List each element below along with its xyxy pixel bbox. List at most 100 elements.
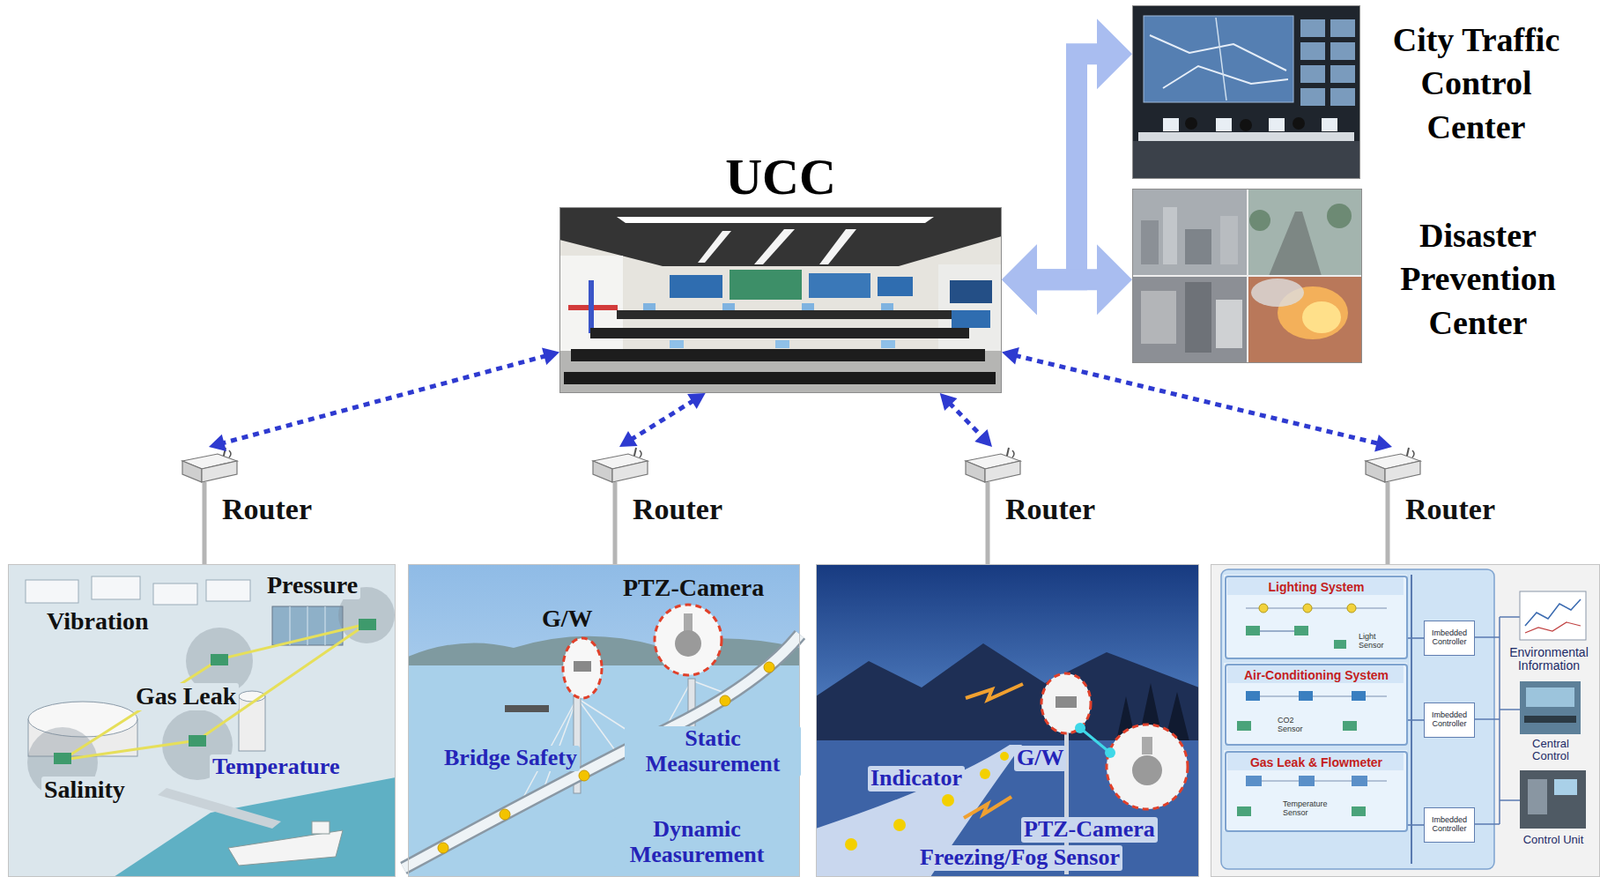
flowmeter — [1298, 775, 1315, 786]
arrow-head — [687, 392, 706, 409]
ptz-camera — [674, 629, 702, 657]
controller-label: Imbedded Controller — [1426, 629, 1473, 647]
operator — [1185, 117, 1198, 130]
link-arrow — [1001, 18, 1133, 315]
band-title: Gas Leak & Flowmeter — [1226, 755, 1407, 770]
band-title: Air-Conditioning System — [1226, 668, 1407, 682]
bridge-illustration — [403, 563, 800, 877]
link-dot — [1074, 722, 1086, 734]
sensor-label: Dynamic Measurement — [613, 816, 781, 867]
wire-link — [1407, 637, 1424, 639]
router-node: Router — [962, 446, 1121, 528]
connector-line — [613, 527, 618, 564]
ac-unit — [1245, 690, 1260, 701]
chart-line — [1525, 599, 1581, 626]
camera-callout — [1041, 673, 1091, 734]
monitor — [1300, 42, 1326, 60]
desk — [1138, 132, 1355, 141]
map-road — [1215, 17, 1227, 101]
desk-monitor — [669, 340, 684, 349]
application-panel: Environmental InformationCentral Control… — [1210, 563, 1600, 877]
controller-box: Imbedded Controller — [1423, 807, 1475, 843]
subsystem-band: Lighting SystemLight Sensor — [1224, 575, 1408, 660]
road-illustration — [815, 563, 1200, 877]
sky — [815, 563, 1200, 877]
plant-illustration — [7, 563, 396, 877]
connector-line — [202, 527, 208, 564]
arrow-head — [1374, 434, 1393, 452]
center-photo-box: City Traffic Control Center — [1132, 5, 1361, 179]
sensor-dot — [763, 661, 775, 673]
photo-tile — [1247, 188, 1363, 276]
operator — [1239, 118, 1252, 132]
flowmeter — [1245, 775, 1262, 786]
sensor-label: Temperature — [209, 754, 342, 780]
desk-monitor — [1215, 118, 1232, 132]
connector-line — [1407, 823, 1424, 826]
panel-ground — [1210, 563, 1600, 877]
smoke — [1251, 278, 1304, 307]
sensor-label: Vibration — [44, 607, 152, 636]
wire-link — [1407, 824, 1424, 826]
building — [91, 576, 141, 600]
building — [25, 579, 79, 603]
wire — [1498, 616, 1501, 824]
desk-monitor — [881, 340, 896, 349]
connector-line — [985, 527, 991, 564]
desk-monitor — [775, 340, 790, 349]
controller-box: Imbedded Controller — [1423, 702, 1475, 738]
arrow-head — [1001, 244, 1038, 315]
sensor-name: Temperature Sensor — [1282, 800, 1334, 818]
wall-mark — [588, 280, 594, 334]
monitor — [1330, 42, 1356, 60]
desk-row — [563, 371, 996, 385]
subsystem-band: Gas Leak & FlowmeterTemperature Sensor — [1224, 750, 1408, 832]
camera-mount — [683, 613, 693, 631]
connector-line — [1385, 527, 1391, 564]
wall-screen — [949, 280, 993, 304]
sensor-label: G/W — [541, 605, 593, 633]
chart-line — [1525, 622, 1581, 633]
plant-ground — [7, 563, 396, 877]
camera-mount — [1141, 736, 1153, 755]
sensor-node — [1237, 806, 1252, 816]
wire — [1474, 636, 1500, 638]
router-node: Router — [589, 446, 749, 528]
desk-monitor — [801, 303, 815, 311]
photo-tile — [1132, 188, 1248, 276]
sensor-name: CO2 Sensor — [1277, 716, 1313, 734]
band-title: Lighting System — [1226, 580, 1407, 594]
building — [1162, 207, 1178, 265]
bridge-deck — [403, 634, 800, 868]
indicator-light — [844, 837, 858, 851]
wire — [1499, 799, 1520, 801]
connector-line — [1031, 53, 1103, 280]
arrow-head — [974, 429, 993, 447]
building-illustration — [1210, 563, 1600, 877]
video-wall — [1143, 15, 1294, 103]
indicator-light — [893, 818, 906, 831]
connector-line — [1031, 268, 1103, 290]
pier — [157, 787, 282, 829]
sensor-dot — [719, 695, 731, 706]
control-desk — [1524, 715, 1577, 723]
wall-screen — [729, 269, 802, 300]
sensor-board — [210, 653, 229, 666]
desk-monitor — [1321, 118, 1338, 132]
router-node: Router — [178, 446, 338, 528]
center-name: Disaster Prevention Center — [1370, 214, 1586, 345]
map-road — [1149, 35, 1287, 71]
band-fill — [1223, 574, 1408, 659]
building — [1185, 281, 1212, 353]
sensor-board — [188, 734, 207, 747]
wireless-signal — [965, 683, 1023, 700]
center-name: City Traffic Control Center — [1368, 18, 1585, 149]
arrow-head — [1001, 347, 1020, 364]
router-label: Router — [1405, 492, 1496, 526]
wire-link — [204, 527, 206, 564]
cabinet — [1527, 778, 1548, 815]
center-title: UCC — [560, 151, 1001, 203]
sensor-label: Freezing/Fog Sensor — [917, 844, 1123, 871]
desk-monitor — [722, 303, 735, 311]
